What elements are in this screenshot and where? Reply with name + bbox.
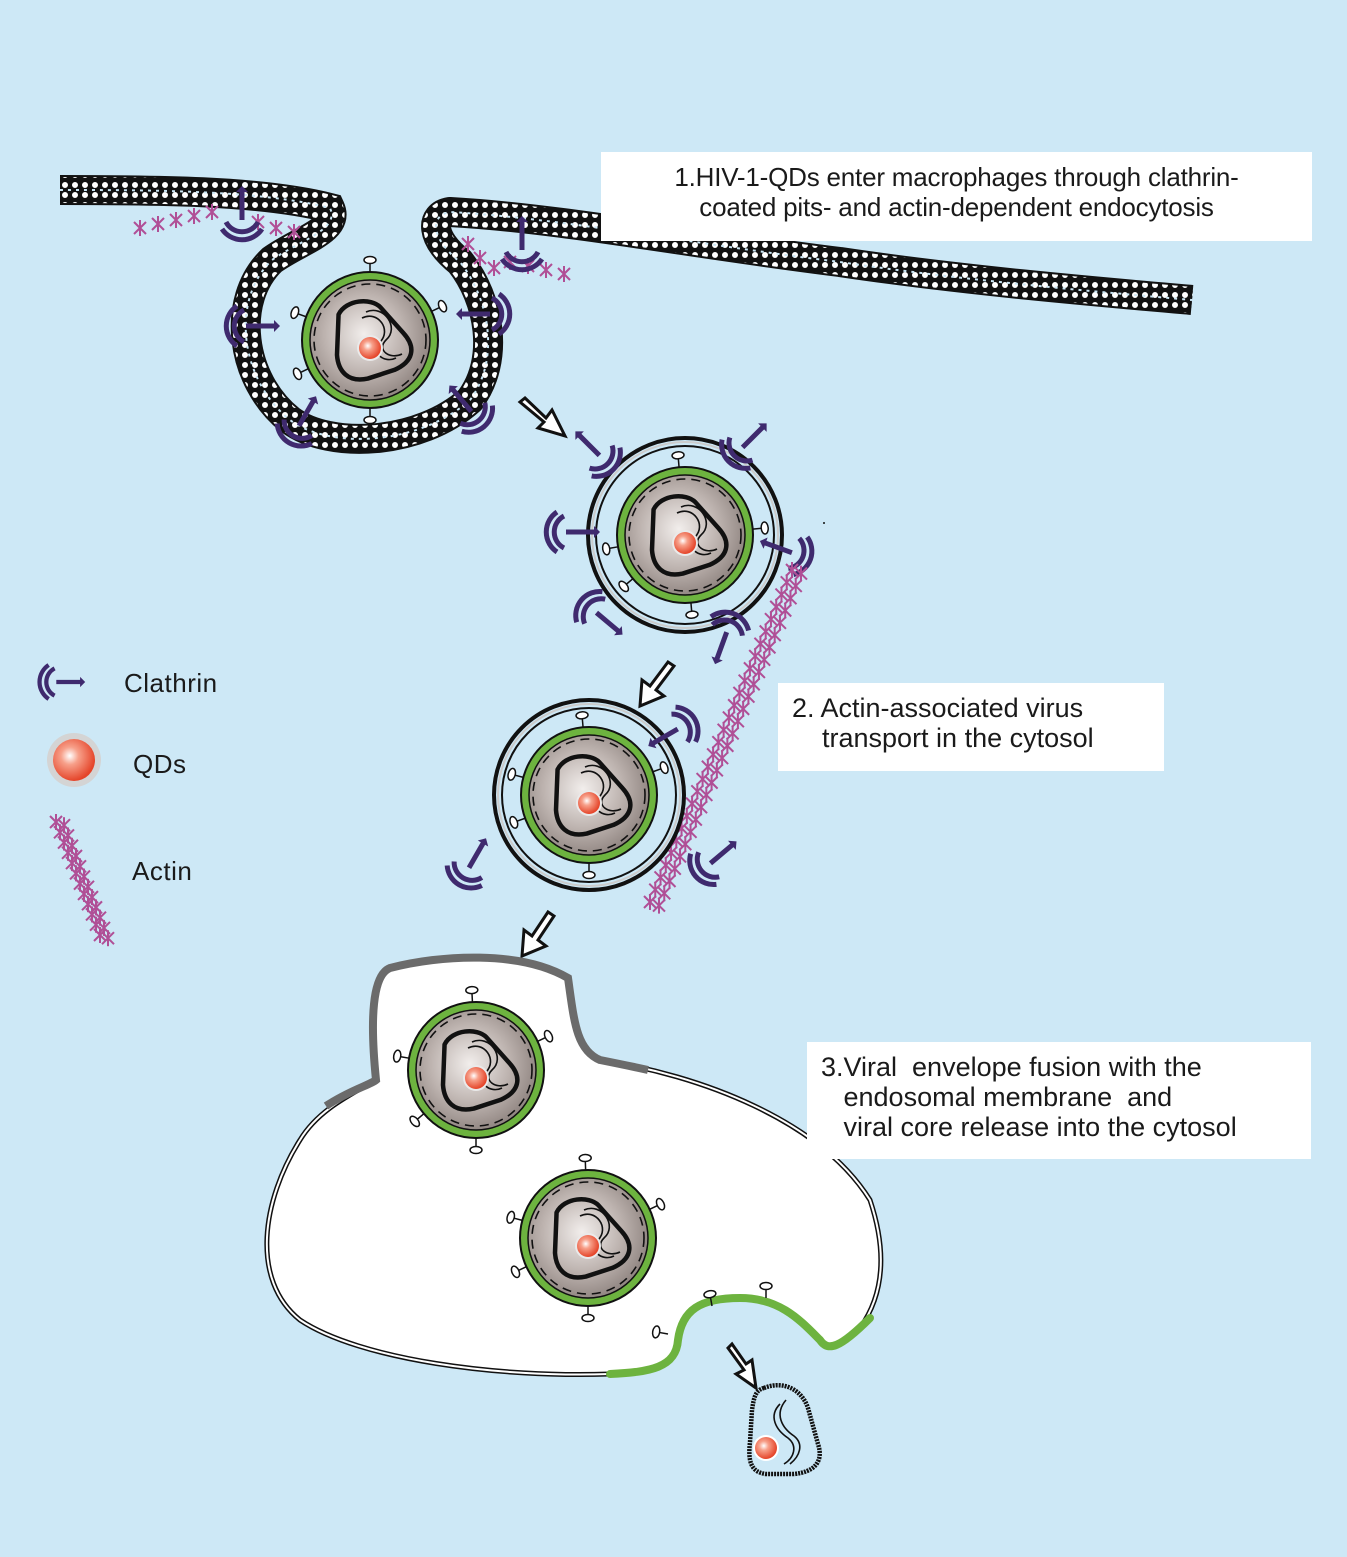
step-2-line-1: 2. Actin-associated virus [792, 693, 1084, 723]
legend-label-clathrin: Clathrin [124, 668, 218, 698]
arrow-icon [517, 396, 758, 1392]
legend-clathrin-icon [40, 665, 86, 699]
step-1-label: 1.HIV-1-QDs enter macrophages through cl… [601, 152, 1312, 241]
legend-label-qds: QDs [133, 749, 187, 779]
step-3-line-3: viral core release into the cytosol [821, 1112, 1237, 1142]
step-3-line-1: 3.Viral envelope fusion with the [821, 1052, 1202, 1082]
step-1-line-1: 1.HIV-1-QDs enter macrophages through cl… [674, 162, 1239, 192]
uncoated-vesicle [492, 698, 686, 892]
clathrin-icon [682, 826, 749, 891]
step-2-label: 2. Actin-associated virus transport in t… [778, 683, 1164, 771]
step-2-line-2: transport in the cytosol [792, 723, 1094, 753]
plasma-membrane [59, 175, 1194, 454]
legend-label-actin: Actin [132, 856, 193, 886]
step-1-line-2: coated pits- and actin-dependent endocyt… [699, 192, 1214, 222]
legend-actin-filament-icon [49, 813, 115, 948]
step-3-line-2: endosomal membrane and [821, 1082, 1173, 1112]
step-3-label: 3.Viral envelope fusion with the endosom… [807, 1042, 1311, 1159]
clathrin-icon [442, 828, 504, 895]
released-viral-core [747, 1382, 822, 1477]
legend-quantum-dot-icon [47, 733, 101, 787]
endosome [264, 953, 884, 1378]
coated-vesicle [586, 436, 784, 634]
